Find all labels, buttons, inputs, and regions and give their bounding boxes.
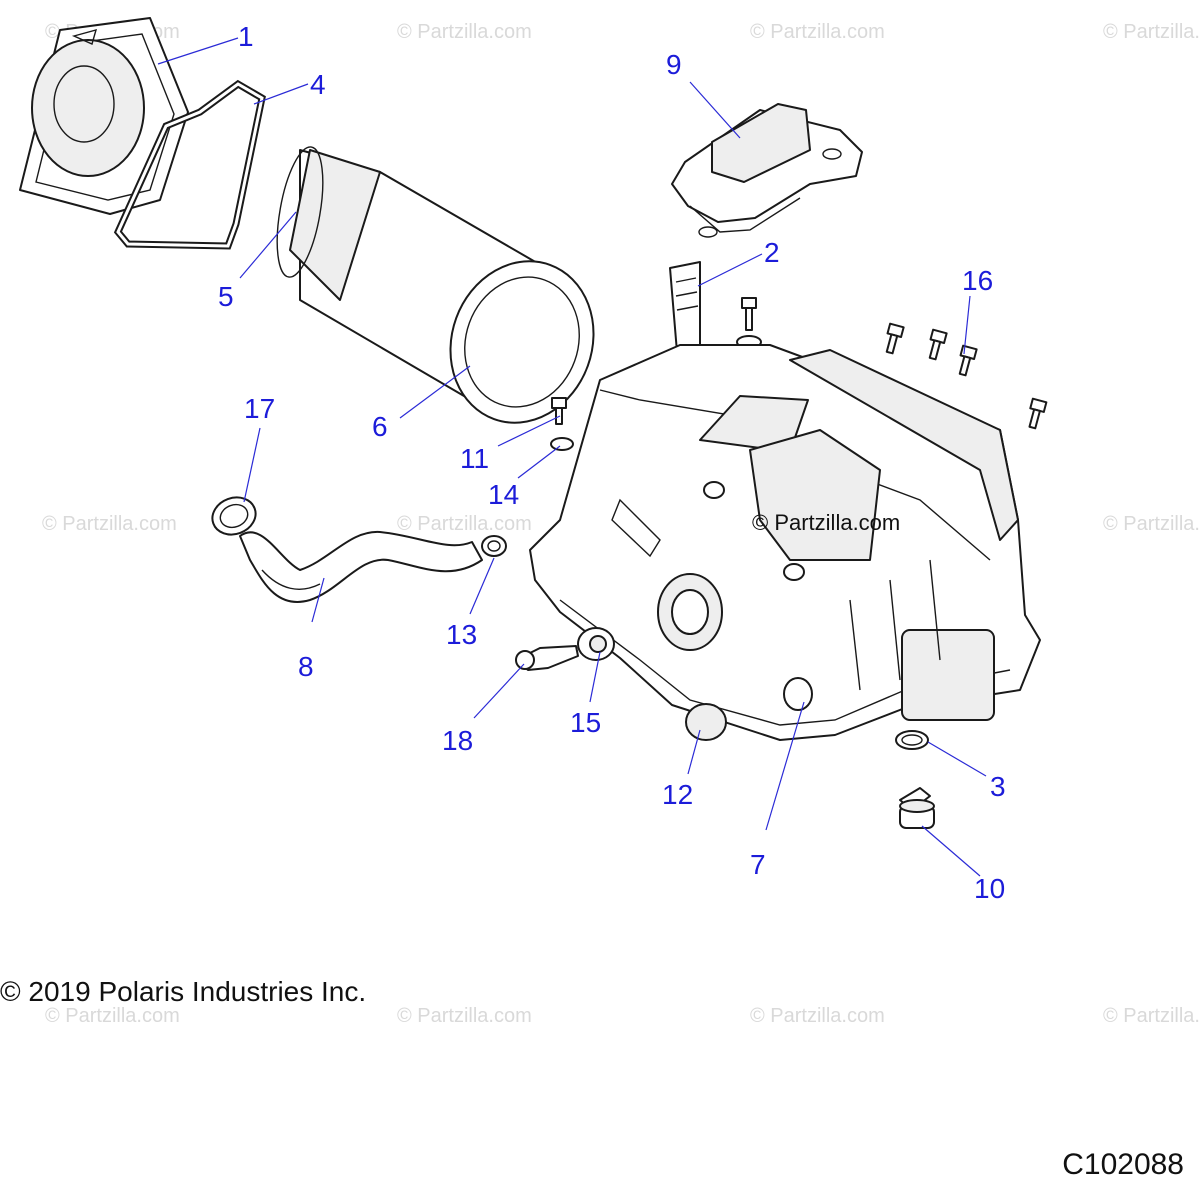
callout-7: 7 [750,849,766,880]
part-7-airbox [529,344,1041,741]
center-watermark: © Partzilla.com [752,510,900,535]
callout-10: 10 [974,873,1005,904]
watermark: © Partzilla.com [397,21,532,43]
bolt-icon [1028,397,1048,430]
part-18-drain-valve [515,645,579,671]
watermark: © Partzilla.com [1103,21,1200,43]
bolt-icon [885,322,905,355]
callout-1: 1 [238,21,254,52]
callout-8: 8 [298,651,314,682]
callouts: 1 4 5 6 9 2 16 11 14 17 8 13 18 15 12 7 … [218,21,1006,904]
callout-15: 15 [570,707,601,738]
watermark: © Partzilla.com [750,1005,885,1027]
callout-6: 6 [372,411,388,442]
callout-12: 12 [662,779,693,810]
callout-3: 3 [990,771,1006,802]
part-17-clamp [211,496,257,536]
part-8-hose [239,530,483,603]
watermark: © Partzilla.com [1103,513,1200,535]
part-4-seal [113,79,266,250]
callout-9: 9 [666,49,682,80]
watermark: © Partzilla.com [1103,1005,1200,1027]
callout-17: 17 [244,393,275,424]
part-13-clamp [481,535,507,557]
part-10-drain-plug [899,787,935,829]
callout-14: 14 [488,479,519,510]
bolts [550,297,1048,451]
watermark: © Partzilla.com [42,513,177,535]
washer-icon [550,437,574,451]
watermark-grid: © Partzilla.com © Partzilla.com © Partzi… [42,21,1200,1027]
callout-4: 4 [310,69,326,100]
bolt-icon [958,344,978,377]
callout-18: 18 [442,725,473,756]
part-12-plug [685,703,727,741]
watermark: © Partzilla.com [45,1005,180,1027]
leader-lines [157,37,987,877]
part-9-duct [671,103,863,238]
callout-5: 5 [218,281,234,312]
callout-13: 13 [446,619,477,650]
watermark: © Partzilla.com [750,21,885,43]
callout-2: 2 [764,237,780,268]
bolt-icon [928,328,948,361]
callout-11: 11 [460,443,489,474]
part-3-o-ring [895,730,929,750]
part-6-air-filter [276,146,595,424]
bolt-icon [736,297,762,349]
watermark: © Partzilla.com [397,513,532,535]
callout-16: 16 [962,265,993,296]
part-15-grommet [577,627,615,661]
part-1-intake-cover [19,17,189,215]
watermark: © Partzilla.com [397,1005,532,1027]
copyright-notice: © 2019 Polaris Industries Inc. [0,976,367,1007]
diagram-id: C102088 [1062,1148,1184,1181]
